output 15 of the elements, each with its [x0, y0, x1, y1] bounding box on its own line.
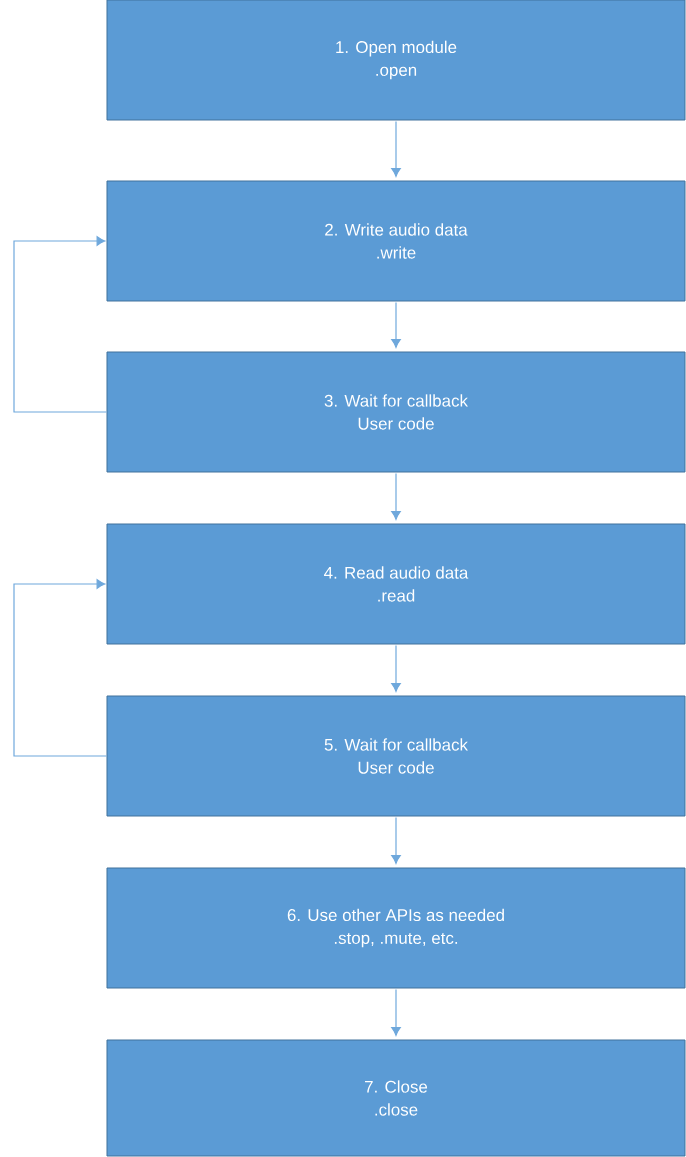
process-box: 1. Open module .open — [106, 0, 686, 121]
process-box: 3. Wait for callback User code — [106, 351, 686, 473]
arrow — [391, 301, 401, 348]
arrow — [13, 579, 108, 757]
arrow — [391, 120, 401, 177]
process-box: 5. Wait for callback User code — [106, 695, 686, 817]
arrow — [391, 988, 401, 1036]
process-box: 2. Write audio data .write — [106, 180, 686, 302]
process-box: 6. Use other APIs as needed .stop, .mute, etc. — [106, 867, 686, 989]
process-box: 4. Read audio data .read — [106, 523, 686, 645]
arrow — [391, 472, 401, 520]
arrow — [391, 644, 401, 692]
arrow — [13, 236, 108, 413]
process-box: 7. Close .close — [106, 1039, 686, 1157]
arrow — [391, 816, 401, 864]
